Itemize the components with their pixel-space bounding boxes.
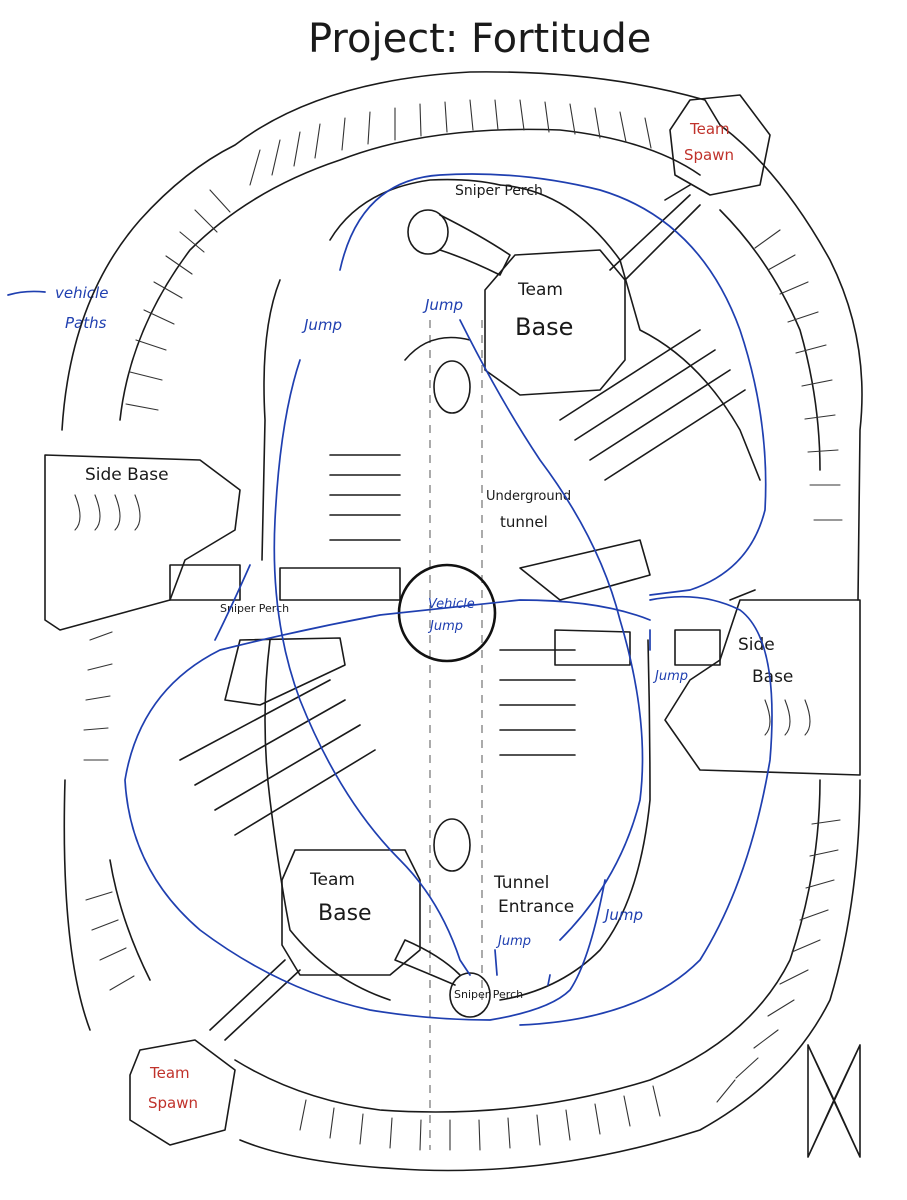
tunnel-entrance-bottom: [433, 818, 471, 872]
inner-arena: [261, 178, 761, 1001]
monogram-signature: [807, 1044, 861, 1158]
team-base-top: Team Base: [484, 249, 626, 396]
sniper-perch-left-label: Sniper Perch: [220, 602, 289, 615]
team-base-bottom-line2: Base: [318, 901, 372, 926]
vehicle-paths: [124, 173, 773, 1026]
tunnel-entrance-line1: Tunnel: [493, 873, 549, 893]
sniper-perch-top: Sniper Perch: [407, 183, 543, 276]
underground-tunnel-line1: Underground: [486, 489, 571, 504]
team-base-top-line1: Team: [517, 280, 563, 300]
side-base-left: Side Base: [44, 454, 241, 631]
side-base-left-label: Side Base: [85, 465, 169, 485]
team-base-bottom-line1: Team: [309, 870, 355, 890]
tunnel-entrance-line2: Entrance: [498, 897, 574, 917]
sniper-perch-bottom-label: Sniper Perch: [454, 988, 523, 1001]
jump-label-5: Jump: [602, 906, 643, 924]
ramps: [169, 329, 746, 836]
team-spawn-bottom-line2: Spawn: [148, 1094, 198, 1112]
team-spawn-top-line1: Team: [689, 120, 730, 138]
sniper-perch-bottom: Sniper Perch: [394, 939, 523, 1018]
center-axis: [429, 320, 483, 1150]
jump-label-1: Jump: [301, 316, 342, 334]
map-title: Project: Fortitude: [308, 16, 651, 62]
team-spawn-bottom: Team Spawn: [129, 959, 301, 1146]
vehicle-jump-line2: Jump: [427, 619, 463, 634]
side-base-right: Side Base: [664, 599, 861, 776]
cliff-hatching: [83, 99, 843, 1151]
legend-vehicle-paths-line1: vehicle: [55, 284, 108, 302]
jump-label-4: Jump: [495, 934, 531, 949]
team-spawn-top-line2: Spawn: [684, 146, 734, 164]
team-base-top-line2: Base: [515, 313, 573, 341]
tunnel-entrance-top: [433, 360, 471, 414]
jump-label-2: Jump: [422, 296, 463, 314]
legend: vehicle Paths: [7, 284, 108, 332]
team-spawn-top: Team Spawn: [609, 94, 771, 281]
underground-tunnel-line2: tunnel: [500, 513, 548, 531]
legend-vehicle-paths-line2: Paths: [65, 314, 107, 332]
side-base-right-line2: Base: [752, 667, 793, 687]
jump-label-3: Jump: [652, 669, 688, 684]
team-spawn-bottom-line1: Team: [149, 1064, 190, 1082]
vehicle-jump-circle: Vehicle Jump: [397, 563, 497, 663]
outer-cliff-wall: [61, 71, 863, 1172]
sniper-perch-top-label: Sniper Perch: [455, 183, 543, 199]
team-base-bottom: Team Base: [281, 849, 421, 976]
side-base-right-line1: Side: [738, 635, 775, 655]
